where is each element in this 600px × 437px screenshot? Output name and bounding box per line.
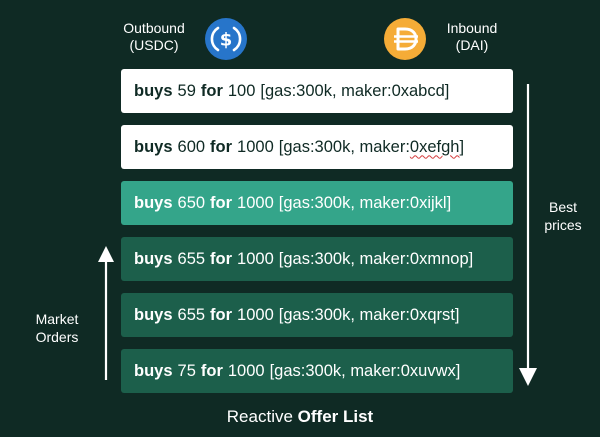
offer-for: for bbox=[210, 137, 233, 156]
offer-verb: buys bbox=[134, 137, 173, 156]
offer-details: [gas:300k, maker: bbox=[278, 193, 410, 212]
best-prices-label: Best prices bbox=[534, 198, 592, 234]
offer-details: [gas:300k, maker: bbox=[278, 305, 410, 324]
offer-maker: 0xuvwx bbox=[400, 361, 456, 380]
offer-close: ] bbox=[446, 193, 452, 212]
offer-amount: 600 bbox=[177, 137, 206, 156]
offer-close: ] bbox=[444, 81, 450, 100]
best-prices-line2: prices bbox=[544, 217, 582, 233]
footer-title: Reactive Offer List bbox=[0, 407, 600, 427]
offer-verb: buys bbox=[134, 249, 173, 268]
offer-for: for bbox=[200, 361, 223, 380]
offer-for: for bbox=[210, 249, 233, 268]
offer-verb: buys bbox=[134, 81, 173, 100]
offer-amount: 655 bbox=[177, 305, 206, 324]
offer-verb: buys bbox=[134, 305, 173, 324]
market-orders-label: Market Orders bbox=[18, 310, 96, 346]
offer-for: for bbox=[200, 81, 223, 100]
market-orders-line2: Orders bbox=[35, 329, 79, 345]
usdc-icon-graphic: $ bbox=[210, 26, 242, 52]
outbound-title: Outbound bbox=[123, 20, 185, 36]
offer-price: 1000 bbox=[237, 193, 274, 212]
offer-close: ] bbox=[468, 249, 474, 268]
offer-amount: 650 bbox=[177, 193, 206, 212]
offer-price: 1000 bbox=[237, 305, 274, 324]
offer-verb: buys bbox=[134, 361, 173, 380]
offer-price: 1000 bbox=[237, 137, 274, 156]
inbound-title: Inbound bbox=[446, 20, 498, 36]
offer-amount: 75 bbox=[177, 361, 196, 380]
inbound-label: Inbound (DAI) bbox=[434, 20, 510, 54]
offer-for: for bbox=[210, 305, 233, 324]
offer-close: ] bbox=[454, 305, 460, 324]
best-prices-arrow bbox=[519, 84, 537, 386]
dai-icon bbox=[384, 18, 426, 60]
offer-maker: 0xefgh bbox=[409, 137, 460, 156]
offer-maker: 0xijkl bbox=[409, 193, 447, 212]
offer-price: 1000 bbox=[227, 361, 265, 380]
offer-details: [gas:300k, maker: bbox=[278, 249, 410, 268]
offer-close: ] bbox=[455, 361, 461, 380]
outbound-symbol: (USDC) bbox=[129, 37, 179, 53]
dai-icon-graphic bbox=[394, 27, 418, 51]
offer-details: [gas:300k, maker: bbox=[269, 361, 401, 380]
market-orders-line1: Market bbox=[35, 311, 79, 327]
inbound-symbol: (DAI) bbox=[455, 37, 489, 53]
usdc-glyph: $ bbox=[220, 30, 233, 51]
outbound-label: Outbound (USDC) bbox=[112, 20, 196, 54]
usdc-icon: $ bbox=[205, 18, 247, 60]
offer-maker: 0xqrst bbox=[409, 305, 455, 324]
offer-details: [gas:300k, maker: bbox=[260, 81, 392, 100]
offer-amount: 59 bbox=[177, 81, 196, 100]
footer-prefix: Reactive bbox=[226, 407, 298, 426]
best-prices-line1: Best bbox=[548, 199, 577, 215]
offer-for: for bbox=[210, 193, 233, 212]
offer-maker: 0xmnop bbox=[409, 249, 469, 268]
offer-close: ] bbox=[459, 137, 465, 156]
offer-price: 1000 bbox=[237, 249, 274, 268]
offer-verb: buys bbox=[134, 193, 173, 212]
offer-price: 100 bbox=[227, 81, 256, 100]
offer-maker: 0xabcd bbox=[391, 81, 445, 100]
footer-bold: Offer List bbox=[297, 407, 374, 426]
market-orders-arrow bbox=[98, 246, 114, 380]
offer-details: [gas:300k, maker: bbox=[278, 137, 410, 156]
offer-amount: 655 bbox=[177, 249, 206, 268]
